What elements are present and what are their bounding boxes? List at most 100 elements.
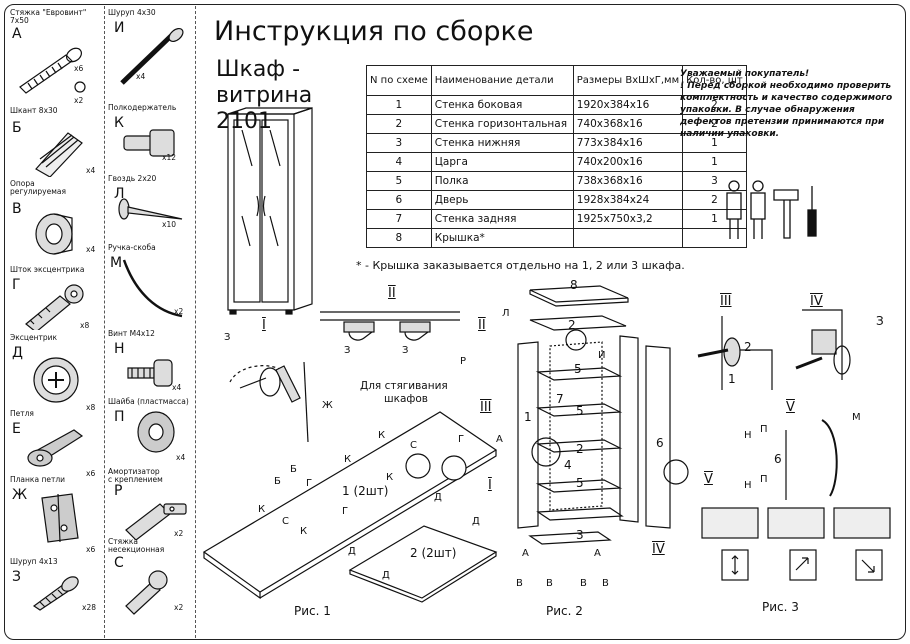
tools-required [726, 180, 817, 239]
fig1-callout: К [344, 454, 352, 465]
notice-text: ! Перед сборкой необходимо проверить ком… [680, 81, 893, 139]
fig3-callout: 6 [774, 452, 782, 466]
fig1-callout: Д [348, 546, 356, 557]
dowel-icon [35, 132, 83, 177]
fig3-callout: П [760, 474, 768, 485]
fig2-callout: 2 [568, 318, 576, 332]
hinge-plate-icon [41, 493, 79, 543]
figure-3-caption: Рис. 3 [762, 600, 799, 614]
figure-1-caption: Рис. 1 [294, 604, 331, 618]
part-name: Ручка-скоба [108, 243, 156, 252]
cell-size: 1920x384x16 [572, 95, 684, 115]
figure-1-drawing [202, 311, 498, 603]
fig1-callout: Г [458, 434, 465, 445]
fig1-callout: Г [306, 478, 313, 489]
part-name: Шуруп 4x30 [108, 8, 156, 17]
cell-number: 5 [366, 171, 432, 191]
fig3-callout: Н [744, 480, 752, 491]
detail-label-II: II [388, 286, 396, 301]
part-letter: Н [114, 341, 125, 357]
part-letter: Р [114, 483, 123, 499]
spec-table: N по схеме Наименование детали Размеры В… [366, 65, 747, 248]
fig2-callout: 5 [576, 476, 584, 490]
cell-number: 4 [366, 152, 432, 172]
fig1-callout: З [344, 345, 351, 356]
fig2-callout: 4 [564, 458, 572, 472]
part-name: Гвоздь 2x20 [108, 174, 157, 183]
product-name-line-2: витрина 2101 [216, 83, 313, 134]
fig1-callout: К [386, 472, 394, 483]
fig2-callout: 1 [524, 410, 532, 424]
part-letter: В [12, 201, 22, 217]
long-screw-icon [120, 27, 184, 85]
cell-name: Полка [430, 171, 574, 191]
footnote: * - Крышка заказывается отдельно на 1, 2… [356, 259, 685, 272]
fig3-detail-label: IV [810, 294, 823, 309]
part-letter: Д [12, 345, 23, 361]
cell-name: Стенка боковая [430, 95, 574, 115]
cell-name: Царга [430, 152, 574, 172]
eccentric-icon [33, 357, 79, 403]
cell-number: 8 [366, 228, 432, 248]
cell-number: 7 [366, 209, 432, 229]
tie-icon [125, 570, 168, 615]
part-qty: x4 [86, 245, 96, 254]
col-header-qty: Кол-во, шт [682, 65, 747, 96]
hinge-icon [27, 429, 84, 467]
fig1-callout: Р [460, 356, 467, 367]
page-title: Инструкция по сборке [214, 16, 534, 47]
part-letter: Е [12, 421, 21, 437]
col-header-number: N по схеме [366, 65, 432, 96]
cell-name: Стенка нижняя [430, 133, 574, 153]
cell-number: 2 [366, 114, 432, 134]
fig2-callout: 8 [570, 278, 578, 292]
part-S: Стяжка несекционная С x2 [108, 538, 194, 618]
figure-2-drawing [517, 285, 689, 545]
fig2-callout: 5 [576, 404, 584, 418]
part-letter: П [114, 409, 125, 425]
fig3-detail-label: V [786, 400, 795, 415]
euro-screw-icon [19, 47, 86, 94]
part-qty: x6 [86, 545, 96, 554]
part-qty: x2 [174, 529, 184, 538]
fig1-callout: С [410, 440, 417, 451]
cell-size: 738x368x16 [572, 171, 684, 191]
part-name: Эксцентрик [10, 333, 58, 342]
fig1-callout: Ж [322, 400, 333, 411]
part-qty: x12 [162, 153, 176, 162]
fig2-callout: 3 [576, 528, 584, 542]
fig1-callout: Б [274, 476, 281, 487]
part-D: Эксцентрик Д x8 [10, 334, 100, 412]
col-header-size: Размеры ВxШxГ,мм [572, 65, 684, 96]
cell-qty: 1 [682, 152, 747, 172]
part-qty: x4 [172, 383, 182, 392]
cell-number: 1 [366, 95, 432, 115]
fig3-callout: З [876, 314, 884, 328]
col-header-name: Наименование детали [430, 65, 574, 96]
part-M: Ручка-скоба М x2 [108, 244, 194, 320]
part-K: Полкодержатель К x12 [108, 104, 194, 170]
nail-icon [118, 198, 183, 220]
notice-greeting: Уважаемый покупатель! [680, 69, 810, 79]
damper-icon [125, 503, 187, 540]
part-qty: x2 [174, 603, 184, 612]
part-qty: x6 [74, 64, 84, 73]
product-name-line-1: Шкаф - [216, 57, 301, 82]
part-letter: Г [12, 277, 21, 293]
document-frame [4, 4, 906, 640]
part-name: Планка петли [10, 475, 65, 484]
part-R: Амортизатор с креплением Р x2 [108, 468, 194, 540]
part-name: Шайба (пластмасса) [108, 397, 189, 406]
part-name: Стяжка "Евровинт" 7x50 [10, 8, 87, 25]
two-people-icon [726, 180, 766, 239]
part-name: Винт М4x12 [108, 329, 155, 338]
fig1-callout: Д [382, 570, 390, 581]
fig1-callout: Д [434, 492, 442, 503]
part-qty: x4 [176, 453, 186, 462]
fig2-callout: А [522, 548, 529, 559]
screw-icon [32, 576, 79, 611]
